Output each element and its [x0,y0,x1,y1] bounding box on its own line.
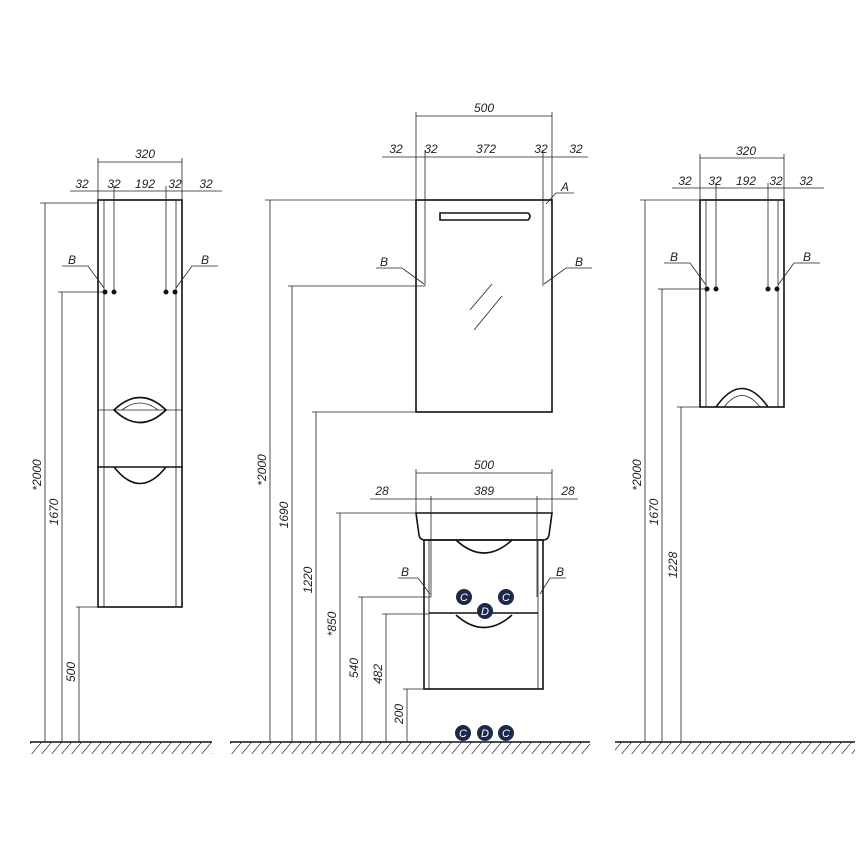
connection-badge-d: D [477,603,493,619]
dim-offset: 192 [135,177,155,191]
basin [415,512,553,541]
left-column-cabinet: 320 32 32 192 32 32 B B *2000 1670 500 [30,147,222,742]
floor-center [230,741,590,754]
dim-height: 1670 [647,498,661,525]
dim-width: 320 [736,144,756,158]
floor-right [615,741,855,754]
dim-offset: 32 [569,142,583,156]
handle-arc [715,387,769,408]
floor-connection-badge-d: D [477,725,493,741]
svg-text:D: D [481,606,489,618]
svg-text:D: D [481,728,489,740]
dim-height: *2000 [255,454,269,486]
dim-offset: 32 [199,177,213,191]
dim-offset: 32 [389,142,403,156]
mount-label: B [556,565,564,579]
dim-height: *2000 [630,459,644,491]
light-label: A [560,180,569,194]
handle-arc [113,466,167,485]
dim-offset: 32 [424,142,438,156]
connection-badge-c: C [456,589,472,605]
floor-left [30,741,212,754]
dim-offset: 28 [374,484,389,498]
dim-height: 500 [64,662,78,682]
svg-text:C: C [502,728,510,740]
center-height-dimensions: *2000 1690 1220 *850 540 482 200 [255,199,431,742]
mirror-cabinet: 500 32 32 372 32 32 A B B [376,101,592,413]
dim-offset: 32 [107,177,121,191]
dim-height: 482 [371,664,385,684]
dim-offset: 32 [534,142,548,156]
dim-offset: 32 [75,177,89,191]
floor-connection-badge-c: C [455,725,471,741]
dim-height: 1690 [277,501,291,528]
dim-height: 200 [392,704,406,725]
mount-label: B [201,253,209,267]
mount-label: B [401,565,409,579]
dim-offset: 32 [168,177,182,191]
dim-offset: 192 [736,174,756,188]
svg-text:C: C [459,728,467,740]
vanity-unit: 500 28 389 28 B B C C D C D C [370,458,578,741]
dim-offset: 32 [799,174,813,188]
floor-connection-badge-c: C [498,725,514,741]
connection-badge-c: C [498,589,514,605]
dim-offset: 32 [769,174,783,188]
mount-label: B [670,250,678,264]
mount-label: B [575,255,583,269]
dim-height: 1220 [301,566,315,593]
svg-text:C: C [502,592,510,604]
light-bar [439,212,531,221]
dim-width: 500 [474,458,494,472]
dim-height: 540 [347,658,361,678]
dim-width: 500 [474,101,494,115]
handle-oval [112,396,168,424]
dim-offset: 32 [678,174,692,188]
dim-offset: 372 [476,142,496,156]
right-wall-cabinet: 320 32 32 192 32 32 B B *2000 1670 1228 [630,144,824,742]
dim-width: 320 [135,147,155,161]
mount-label: B [803,250,811,264]
mount-label: B [380,255,388,269]
dim-height: 1228 [666,551,680,578]
dim-height: *2000 [30,459,44,491]
svg-text:C: C [460,592,468,604]
dim-height: *850 [325,611,339,636]
dim-height: 1670 [47,498,61,525]
mount-label: B [68,253,76,267]
dim-offset: 32 [708,174,722,188]
dim-offset: 389 [474,484,494,498]
dim-offset: 28 [560,484,575,498]
